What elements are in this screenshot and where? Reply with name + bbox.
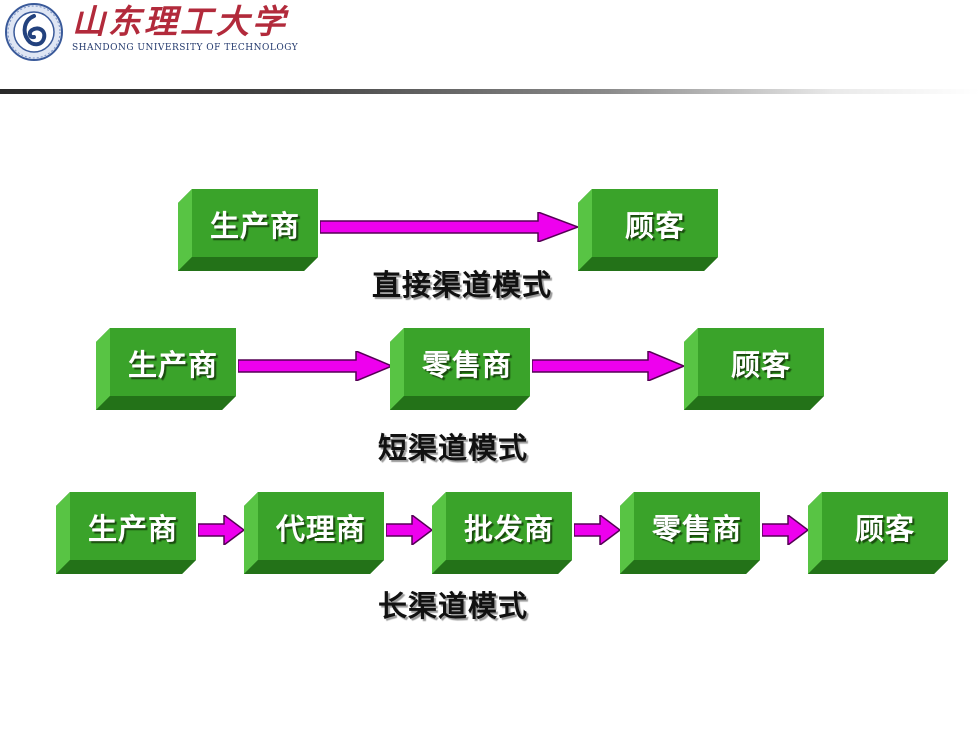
arrow-direct (320, 212, 578, 242)
box-producer-long: 生产商 (56, 492, 198, 576)
box-retailer-short: 零售商 (390, 328, 532, 412)
box-label: 顾客 (854, 512, 915, 546)
box-producer-direct: 生产商 (178, 189, 320, 273)
box-customer-short: 顾客 (684, 328, 826, 412)
box-label: 零售商 (421, 348, 512, 382)
box-wholesaler-long: 批发商 (432, 492, 574, 576)
university-logo (4, 2, 64, 62)
arrow-long-4 (762, 515, 808, 545)
school-name-cn: 山东理工大学 (72, 2, 288, 41)
box-label: 生产商 (127, 348, 218, 382)
box-label: 零售商 (651, 512, 742, 546)
box-label: 顾客 (730, 348, 791, 382)
box-customer-direct: 顾客 (578, 189, 720, 273)
box-label: 生产商 (87, 512, 178, 546)
school-name-en: SHANDONG UNIVERSITY OF TECHNOLOGY (72, 43, 299, 53)
box-retailer-long: 零售商 (620, 492, 762, 576)
header-divider (0, 89, 980, 94)
box-producer-short: 生产商 (96, 328, 238, 412)
caption-long-channel: 长渠道模式 (378, 589, 529, 623)
arrow-short-2 (532, 351, 684, 381)
arrow-long-1 (198, 515, 244, 545)
box-label: 批发商 (463, 512, 554, 546)
box-agent-long: 代理商 (244, 492, 386, 576)
box-label: 顾客 (624, 209, 685, 243)
caption-short-channel: 短渠道模式 (378, 431, 529, 465)
caption-direct-channel: 直接渠道模式 (372, 268, 553, 302)
box-customer-long: 顾客 (808, 492, 950, 576)
arrow-long-3 (574, 515, 620, 545)
box-label: 代理商 (275, 512, 366, 546)
arrow-short-1 (238, 351, 392, 381)
arrow-long-2 (386, 515, 432, 545)
box-label: 生产商 (209, 209, 300, 243)
